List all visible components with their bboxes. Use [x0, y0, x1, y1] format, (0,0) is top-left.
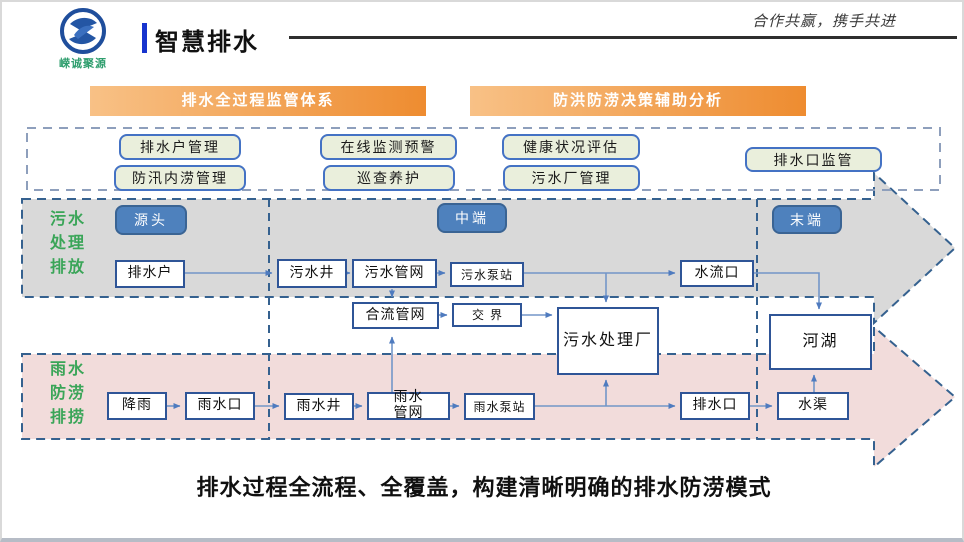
title-accent-bar [142, 23, 147, 53]
node-rain-pump-station: 雨水泵站 [464, 393, 535, 420]
logo-company-name: 嵘诚聚源 [59, 58, 107, 70]
header-divider-line [289, 36, 957, 39]
function-drainage-user-management: 排水户管理 [119, 134, 241, 160]
lane-sewage-line2: 处理 [49, 235, 86, 252]
page-title: 智慧排水 [155, 29, 259, 56]
function-sewage-plant-management: 污水厂管理 [503, 165, 640, 191]
stage-source: 源头 [115, 205, 187, 235]
slide-caption: 排水过程全流程、全覆盖，构建清晰明确的排水防涝模式 [196, 475, 772, 500]
sewage-process-arrow [21, 170, 957, 326]
lane-sewage-line1: 污水 [49, 211, 86, 228]
logo-icon [60, 8, 106, 54]
node-sewage-well: 污水井 [277, 259, 347, 288]
node-drain-outlet: 排水口 [680, 392, 750, 420]
node-rain-inlet: 雨水口 [185, 392, 255, 420]
lane-label-sewage: 污水 处理 排放 [36, 208, 100, 280]
header-slogan: 合作共赢，携手共进 [751, 14, 896, 30]
node-sewage-treatment-plant: 污水处理厂 [557, 307, 659, 375]
function-online-monitoring-warning: 在线监测预警 [320, 134, 457, 160]
node-sewage-pump-station: 污水泵站 [450, 262, 524, 287]
node-rainfall: 降雨 [107, 392, 167, 420]
lane-label-rain: 雨水 防涝 排捞 [36, 358, 100, 430]
function-inspection-maintenance: 巡查养护 [323, 165, 455, 191]
stage-middle: 中端 [437, 203, 507, 233]
node-water-flow-outlet: 水流口 [680, 260, 754, 287]
lane-sewage-line3: 排放 [49, 259, 86, 276]
node-rain-pipe-network-label: 雨水管网 [393, 390, 424, 421]
node-rain-pipe-network: 雨水管网 [367, 390, 450, 421]
stage-end: 末端 [772, 205, 842, 234]
lane-rain-line1: 雨水 [49, 361, 86, 378]
node-drainage-user: 排水户 [115, 260, 185, 288]
function-flood-waterlogging-management: 防汛内涝管理 [114, 165, 246, 191]
node-combined-pipe-network: 合流管网 [352, 302, 439, 329]
node-junction: 交界 [452, 303, 522, 327]
lane-rain-line3: 排捞 [49, 409, 86, 426]
function-health-status-evaluation: 健康状况评估 [502, 134, 640, 160]
company-logo: 嵘诚聚源 [52, 8, 114, 70]
banner-flood-decision-analysis: 防洪防涝决策辅助分析 [470, 86, 806, 116]
function-outfall-supervision: 排水口监管 [745, 147, 882, 172]
node-water-channel: 水渠 [777, 392, 849, 420]
node-rain-well: 雨水井 [284, 393, 354, 420]
connector-lines [167, 270, 822, 409]
functions-dashed-frame [26, 127, 941, 191]
node-sewage-pipe-network: 污水管网 [352, 259, 437, 288]
node-river-lake: 河湖 [769, 314, 872, 370]
banner-supervision-system: 排水全过程监管体系 [90, 86, 426, 116]
lane-rain-line2: 防涝 [49, 385, 86, 402]
